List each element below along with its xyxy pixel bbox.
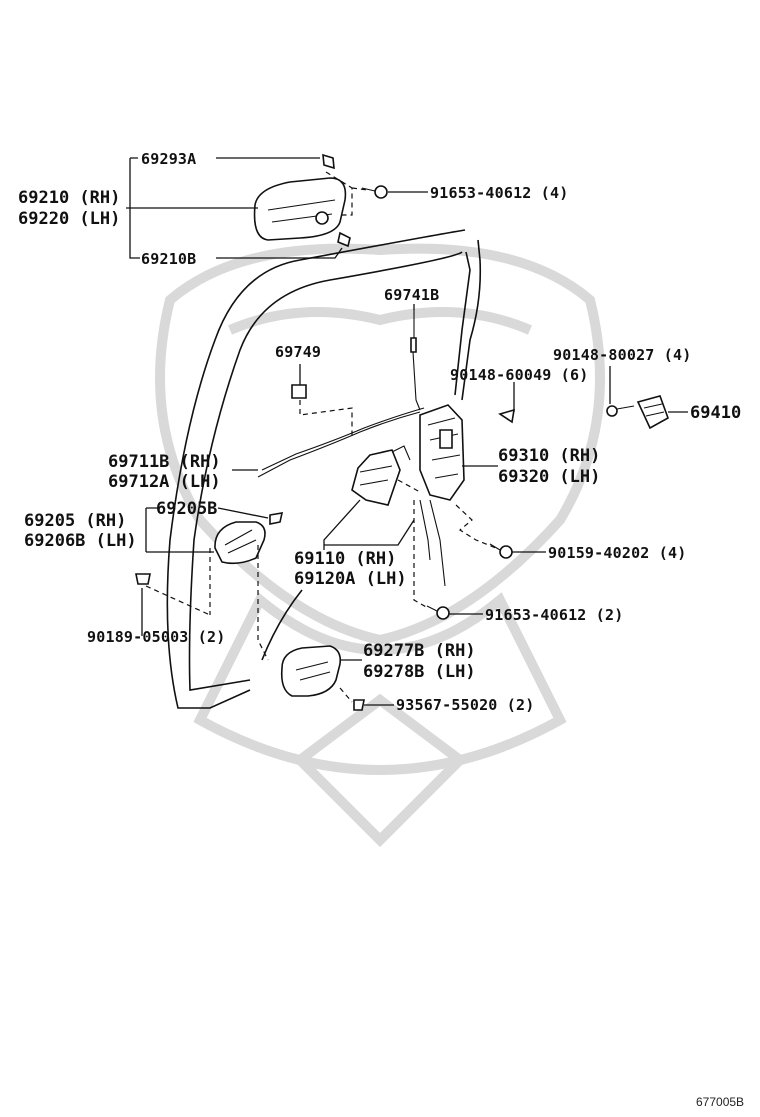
label-69205B: 69205B [156,499,217,519]
outside-handle [253,177,347,241]
label-69210-rh: 69210 (RH) [18,188,120,208]
label-69110-rh: 69110 (RH) [294,549,396,569]
label-90148-60049: 90148-60049 (6) [450,366,588,384]
label-69210B: 69210B [141,250,196,268]
label-90159-40202: 90159-40202 (4) [548,544,686,562]
label-69278B-lh: 69278B (LH) [363,662,476,682]
label-69741B: 69741B [384,286,439,304]
label-69711B-rh: 69711B (RH) [108,452,221,472]
leader-lines [126,157,688,706]
part-labels: 69293A 69210 (RH) 69220 (LH) 69210B 9165… [18,150,744,1109]
door-frame [166,229,482,709]
clip-69293A [322,153,335,170]
label-69320-lh: 69320 (LH) [498,467,600,487]
screw-91653-2 [426,605,450,620]
label-69206B-lh: 69206B (LH) [24,531,137,551]
screw-90148-60049 [498,408,515,424]
label-93567-55020: 93567-55020 (2) [396,696,534,714]
label-69205-rh: 69205 (RH) [24,511,126,531]
screw-91653-4 [361,185,388,199]
door-lock-assembly [419,404,465,587]
label-90148-80027: 90148-80027 (4) [553,346,691,364]
gasket-69210B [337,231,351,248]
cable-69711B [257,384,425,478]
screw-90159 [489,543,513,559]
watermark-emblem [155,243,605,848]
figure-number: 677005B [696,1095,744,1109]
lock-actuator-69110 [351,445,411,506]
screw-90189 [135,573,151,585]
label-69712A-lh: 69712A (LH) [108,472,221,492]
label-69220-lh: 69220 (LH) [18,209,120,229]
screw-90148-80027 [606,405,635,417]
clip-69205B [269,512,284,525]
label-90189-05003: 90189-05003 (2) [87,628,225,646]
screw-93567 [353,699,365,711]
label-69310-rh: 69310 (RH) [498,446,600,466]
rod-69741B [410,310,421,411]
label-69749: 69749 [275,343,321,361]
label-91653-40612-2: 91653-40612 (2) [485,606,623,624]
label-91653-40612-4: 91653-40612 (4) [430,184,568,202]
label-69293A: 69293A [141,150,196,168]
inside-handle-bezel [280,645,342,697]
striker-69410 [636,395,669,430]
label-69410: 69410 [690,403,741,423]
label-69277B-rh: 69277B (RH) [363,641,476,661]
label-69120A-lh: 69120A (LH) [294,569,407,589]
inside-handle [214,521,266,565]
